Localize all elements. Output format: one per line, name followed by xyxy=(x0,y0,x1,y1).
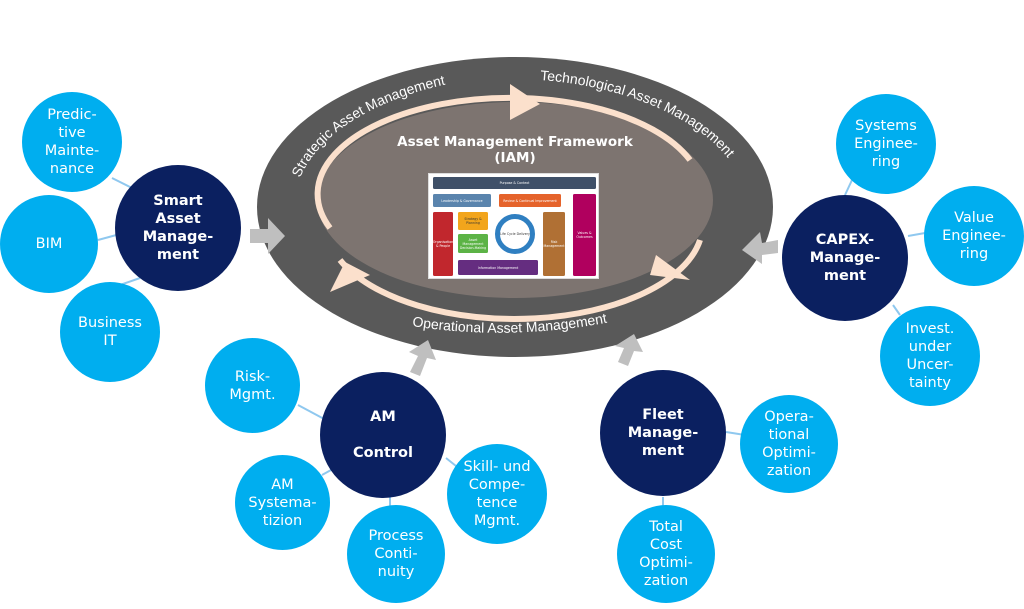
leaf-bim[interactable]: BIM xyxy=(0,195,98,293)
leaf-invest-under-uncertainty[interactable]: Invest. under Uncer- tainty xyxy=(880,306,980,406)
connector-line xyxy=(892,304,901,316)
hub-fleet-management[interactable]: Fleet Manage- ment xyxy=(600,370,726,496)
fw-review: Review & Continual Improvement xyxy=(499,194,561,207)
input-arrow-amcontrol xyxy=(409,340,436,376)
leaf-risk-mgmt[interactable]: Risk- Mgmt. xyxy=(205,338,300,433)
input-arrow-smart xyxy=(250,218,285,254)
cycle-arrowhead-left xyxy=(330,262,370,292)
leaf-total-cost-optimization[interactable]: Total Cost Optimi- zation xyxy=(617,505,715,603)
fw-decision: Asset Management Decision-Making xyxy=(458,234,488,253)
cycle-arrowhead-top xyxy=(510,84,540,120)
fw-purpose: Purpose & Context xyxy=(433,177,596,189)
leaf-systems-engineering[interactable]: Systems Enginee- ring xyxy=(836,94,936,194)
hub-capex-management[interactable]: CAPEX- Manage- ment xyxy=(782,195,908,321)
leaf-operational-optimization[interactable]: Opera- tional Optimi- zation xyxy=(740,395,838,493)
fw-information: Information Management xyxy=(458,260,538,275)
leaf-value-engineering[interactable]: Value Enginee- ring xyxy=(924,186,1024,286)
leaf-business-it[interactable]: Business IT xyxy=(60,282,160,382)
cycle-arrowhead-right xyxy=(650,255,690,280)
fw-organisation: Organisation & People xyxy=(433,212,453,276)
fw-risk: Risk Management xyxy=(543,212,565,276)
connector-line xyxy=(844,179,853,196)
input-arrow-capex xyxy=(742,232,778,264)
leaf-predictive-maintenance[interactable]: Predic- tive Mainte- nance xyxy=(22,92,122,192)
hub-smart-asset-management[interactable]: Smart Asset Manage- ment xyxy=(115,165,241,291)
connector-line xyxy=(907,232,926,237)
input-arrow-fleet xyxy=(615,334,643,366)
leaf-am-systematizion[interactable]: AM Systema- tizion xyxy=(235,455,330,550)
fw-strategy: Strategy & Planning xyxy=(458,212,488,230)
connector-line xyxy=(445,457,457,467)
framework-title: Asset Management Framework (IAM) xyxy=(397,134,633,166)
fw-values: Values & Outcomes xyxy=(573,194,596,276)
leaf-skill-competence-mgmt[interactable]: Skill- und Compe- tence Mgmt. xyxy=(447,444,547,544)
leaf-process-continuity[interactable]: Process Conti- nuity xyxy=(347,505,445,603)
hub-am-control[interactable]: AM Control xyxy=(320,372,446,498)
framework-image: Purpose & Context Leadership & Governanc… xyxy=(428,173,599,279)
fw-lifecycle: Life Cycle Delivery xyxy=(495,214,535,254)
fw-leadership: Leadership & Governance xyxy=(433,194,491,207)
cycle-arc-top xyxy=(314,94,693,230)
